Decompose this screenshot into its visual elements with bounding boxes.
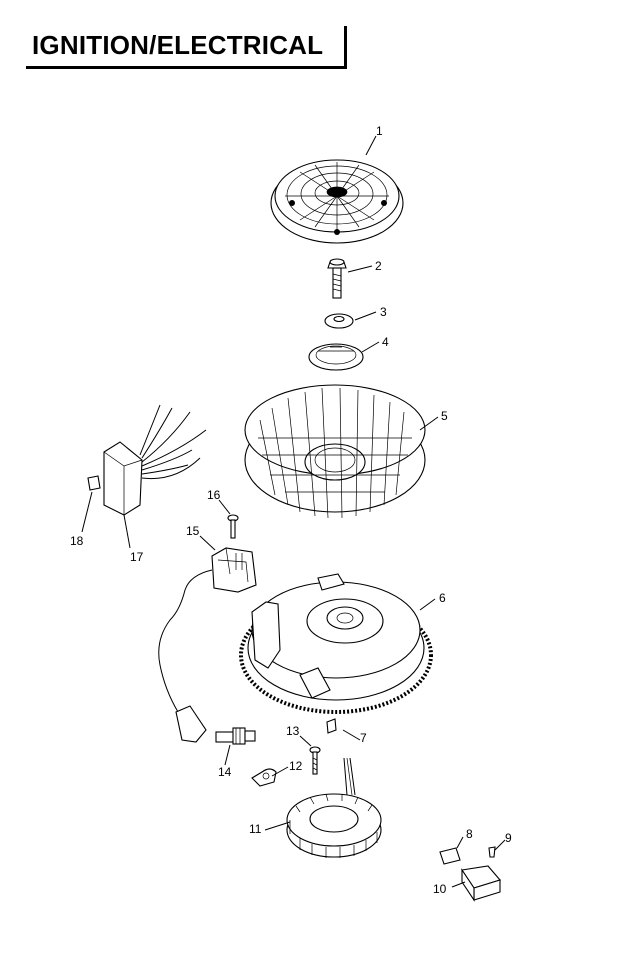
part-flywheel-key (326, 718, 337, 734)
callout-numbers: 1 2 3 4 5 6 7 8 9 10 11 12 13 14 15 16 1… (70, 124, 512, 896)
callout-17: 17 (130, 550, 144, 564)
callout-1: 1 (376, 124, 383, 138)
callout-7: 7 (360, 731, 367, 745)
title-box: IGNITION/ELECTRICAL (26, 26, 347, 69)
part-rectifier-harness (103, 404, 207, 516)
callout-3: 3 (380, 305, 387, 319)
part-washer (324, 313, 354, 329)
callout-14: 14 (218, 765, 232, 779)
callout-5: 5 (441, 409, 448, 423)
callout-4: 4 (382, 335, 389, 349)
callout-8: 8 (466, 827, 473, 841)
part-rectifier-screw (87, 475, 101, 491)
callout-13: 13 (286, 724, 300, 738)
part-stator-screw (309, 746, 321, 775)
callout-10: 10 (433, 882, 447, 896)
callout-18: 18 (70, 534, 84, 548)
part-regulator-screw (488, 846, 496, 858)
part-stator (286, 757, 382, 858)
part-spark-plug (215, 727, 256, 745)
part-flywheel (239, 573, 433, 714)
part-wire-clamp (251, 768, 277, 787)
part-cooling-fan (244, 384, 426, 519)
page-title: IGNITION/ELECTRICAL (32, 30, 324, 60)
leader-lines (81, 135, 506, 888)
callout-6: 6 (439, 591, 446, 605)
callout-9: 9 (505, 831, 512, 845)
callout-12: 12 (289, 759, 303, 773)
part-module-screw (227, 514, 239, 539)
callout-11: 11 (249, 822, 262, 836)
callout-2: 2 (375, 259, 382, 273)
callout-15: 15 (186, 524, 200, 538)
part-terminal-connector (439, 847, 461, 865)
part-blower-screen (270, 159, 404, 244)
part-ignition-module (158, 547, 257, 743)
part-fan-retainer (308, 343, 364, 371)
callout-16: 16 (207, 488, 221, 502)
part-flywheel-bolt (327, 258, 347, 299)
part-regulator (461, 865, 501, 902)
